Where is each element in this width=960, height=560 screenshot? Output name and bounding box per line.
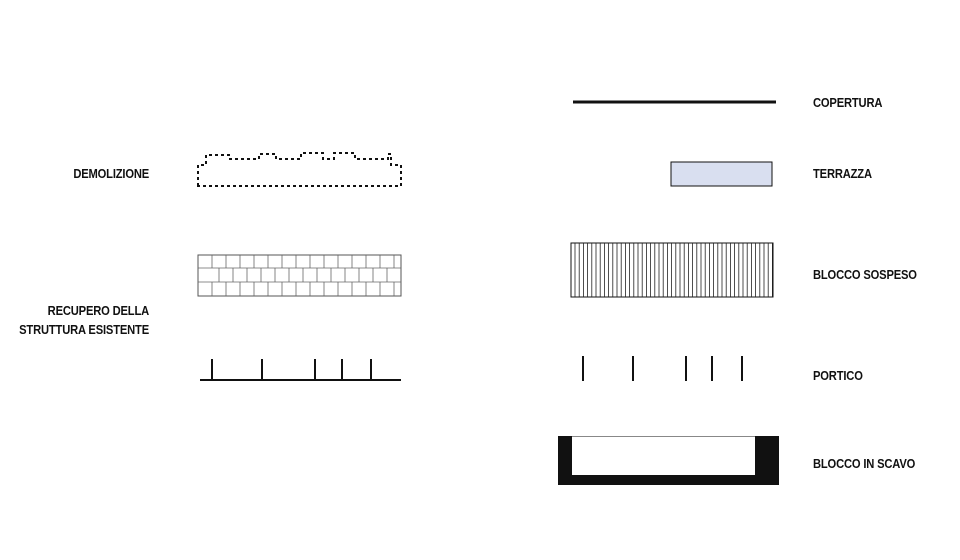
recupero-posts-symbol bbox=[200, 359, 401, 381]
blocco-in-scavo-symbol bbox=[558, 436, 779, 485]
label-demolizione: DEMOLIZIONE bbox=[73, 166, 149, 181]
label-recupero-line1: RECUPERO DELLA bbox=[47, 303, 150, 318]
label-recupero-line2: STRUTTURA ESISTENTE bbox=[19, 322, 149, 337]
portico-symbol bbox=[582, 356, 743, 381]
label-blocco-sospeso: BLOCCO SOSPESO bbox=[813, 267, 917, 282]
label-portico: PORTICO bbox=[813, 368, 863, 383]
label-copertura: COPERTURA bbox=[813, 95, 883, 110]
demolizione-symbol bbox=[197, 152, 402, 187]
blocco-sospeso-symbol bbox=[570, 242, 774, 298]
label-blocco-in-scavo: BLOCCO IN SCAVO bbox=[813, 456, 916, 471]
recupero-grid-symbol bbox=[197, 254, 402, 297]
label-terrazza: TERRAZZA bbox=[813, 166, 872, 181]
terrazza-symbol bbox=[670, 161, 773, 187]
label-recupero-struttura: RECUPERO DELLA STRUTTURA ESISTENTE bbox=[19, 301, 149, 339]
